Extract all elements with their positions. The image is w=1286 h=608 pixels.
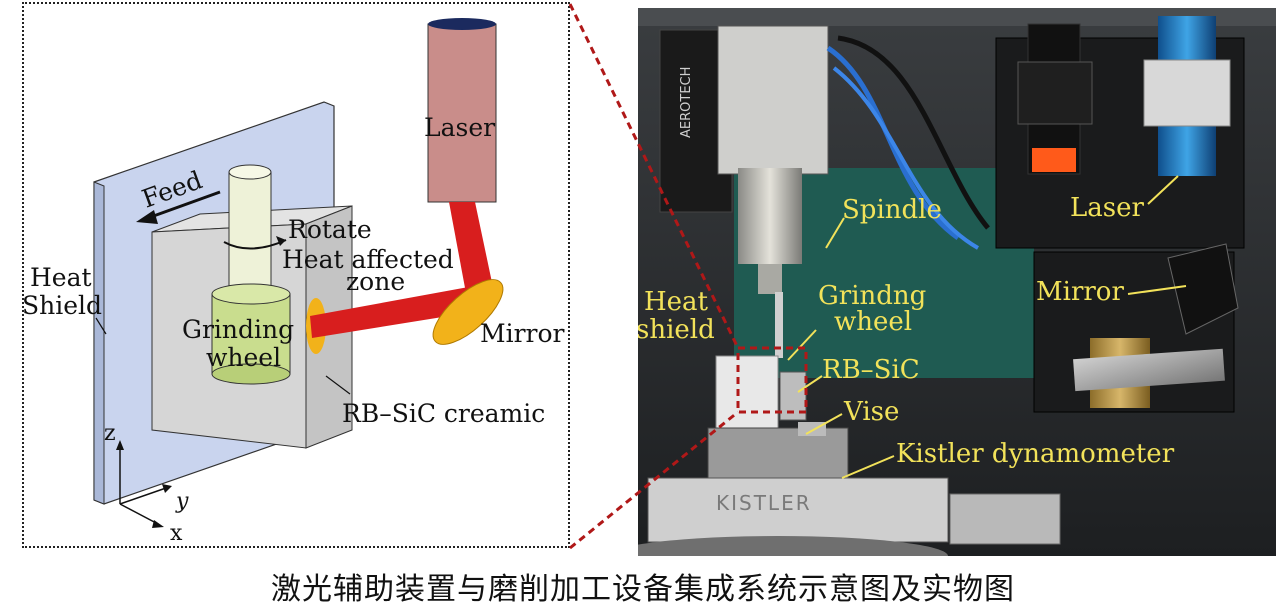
- feed-arrowhead: [136, 210, 158, 224]
- label-laser: Laser: [424, 113, 495, 142]
- photo-label-heat-shield-2: shield: [638, 315, 715, 345]
- vise-body: [707, 427, 849, 483]
- photo-label-rb-sic: RB–SiC: [822, 355, 920, 385]
- label-rotate: Rotate: [288, 215, 372, 244]
- rb-sic-leader: [325, 375, 351, 395]
- grinding-wheel-top: [211, 283, 291, 305]
- laser-tube-blue-clamp: [1143, 59, 1231, 127]
- axis-y-arrowhead: [162, 484, 172, 493]
- cable-dark: [837, 35, 990, 230]
- kistler-logo-text: KISTLER: [716, 491, 812, 515]
- laser-beam-vertical: [449, 202, 494, 304]
- label-heat-shield-2: Shield: [24, 291, 102, 320]
- heat-shield-leader: [95, 317, 107, 335]
- photo-label-spindle: Spindle: [842, 195, 942, 225]
- label-heat-affected: Heat affected: [282, 245, 454, 274]
- rb-sic-sample: [779, 371, 807, 421]
- cable-blue-2: [832, 66, 979, 250]
- steel-bar: [1073, 348, 1225, 392]
- axis-x-arrowhead: [152, 520, 164, 528]
- laser-tube-black-clamp: [1017, 61, 1093, 125]
- photo-label-heat-shield-1: Heat: [644, 287, 709, 317]
- photo-drawing: AEROTECH KISTLER: [608, 8, 1276, 576]
- axis-x-line: [119, 503, 159, 525]
- photo-label-vise: Vise: [843, 397, 899, 427]
- label-axis-y: y: [175, 489, 189, 514]
- leader-mirror: [1127, 285, 1187, 295]
- leader-kistler: [841, 455, 895, 479]
- laser-beam-horizontal: [310, 286, 486, 338]
- photo-panel: AEROTECH KISTLER: [608, 8, 1276, 576]
- steel-block-right: [949, 493, 1061, 545]
- photo-label-kistler: Kistler dynamometer: [896, 439, 1175, 469]
- spindle-nose: [758, 264, 782, 294]
- label-wheel: wheel: [206, 343, 281, 372]
- rotate-arrowhead: [276, 236, 286, 246]
- label-axis-x: x: [170, 521, 183, 546]
- laser-tube-orange-tip: [1032, 148, 1076, 172]
- vise-screw: [798, 422, 826, 436]
- schematic-drawing: Laser Feed Rotate Heat affected zone Hea…: [22, 18, 565, 546]
- label-rb-sic: RB–SiC creamic: [342, 399, 545, 428]
- feed-arrow-line: [147, 190, 221, 220]
- label-heat-shield-1: Heat: [30, 263, 92, 292]
- label-axis-z: z: [104, 421, 116, 446]
- photo-label-mirror: Mirror: [1036, 277, 1124, 307]
- axis-z-arrowhead: [116, 440, 124, 450]
- leader-laser: [1147, 175, 1179, 205]
- mirror-shape: [432, 279, 504, 345]
- photo-label-wheel: wheel: [834, 307, 912, 337]
- heat-shield-edge: [93, 181, 105, 505]
- spindle-cylinder: [738, 168, 802, 264]
- leader-spindle: [825, 217, 845, 249]
- laser-tube-top: [428, 18, 496, 30]
- spindle-tool: [775, 292, 783, 358]
- schematic-panel: Laser Feed Rotate Heat affected zone Hea…: [22, 2, 570, 548]
- spindle-shaft: [228, 171, 272, 295]
- leader-vise: [805, 413, 843, 435]
- photo-label-grindng: Grindng: [818, 281, 926, 311]
- spindle-housing: [717, 25, 829, 175]
- spindle-top: [228, 164, 272, 180]
- label-grinding: Grinding: [182, 315, 294, 344]
- axis-y-line: [119, 487, 167, 505]
- photo-label-laser: Laser: [1070, 193, 1144, 223]
- label-mirror: Mirror: [480, 319, 565, 348]
- upper-frame: [638, 8, 1276, 26]
- figure-caption: 激光辅助装置与磨削加工设备集成系统示意图及实物图: [271, 572, 1015, 607]
- mirror-holder: [1167, 243, 1239, 335]
- grinding-wheel-bottom: [211, 363, 291, 385]
- grinding-wheel-body: [211, 293, 291, 375]
- label-zone: zone: [346, 267, 405, 296]
- aerotech-logo-text: AEROTECH: [679, 67, 694, 138]
